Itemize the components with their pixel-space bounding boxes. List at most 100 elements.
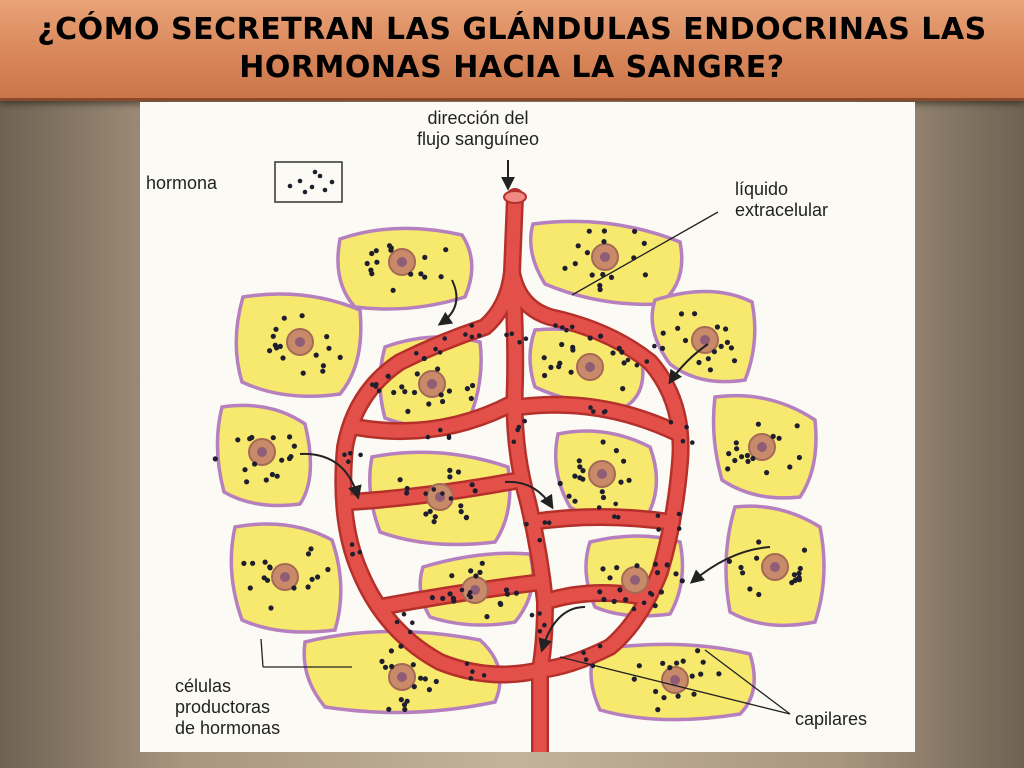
hormone-dot	[421, 355, 427, 362]
hormone-dot	[369, 271, 375, 277]
nucleolus	[585, 362, 595, 372]
hormone-dot	[468, 395, 474, 402]
hormone-dot	[414, 351, 419, 356]
hormone-dot	[437, 350, 443, 355]
hormone-dot	[557, 480, 563, 487]
hormone-dot	[655, 513, 661, 518]
hormone-dot	[426, 687, 432, 693]
hormone-dot	[404, 698, 410, 704]
hormone-dot	[652, 561, 659, 567]
hormone-dot	[513, 590, 519, 596]
hormone-dot	[597, 589, 603, 595]
hormone-dot	[613, 448, 619, 454]
hormone-dot	[611, 598, 617, 604]
hormone-dot	[447, 591, 453, 597]
hormone-dot	[386, 706, 392, 712]
hormone-dot	[411, 389, 418, 396]
hormone-dot	[402, 389, 408, 395]
hormone-dot	[559, 341, 565, 348]
hormone-dot	[755, 421, 762, 427]
hormone-dot	[623, 597, 629, 603]
hormone-dot	[566, 493, 572, 499]
hormone-dot	[468, 676, 474, 681]
hormone-dot	[347, 451, 353, 456]
hormone-dot	[411, 684, 417, 690]
hormone-dot	[523, 336, 529, 341]
hormone-dot	[469, 334, 475, 340]
hormone-dot	[414, 371, 420, 377]
hormone-dot	[577, 464, 583, 470]
hormone-dot	[410, 620, 415, 625]
hormone-dot	[542, 372, 548, 379]
hormone-dot	[263, 477, 269, 483]
hormone-dot	[787, 464, 793, 470]
hormone-dot	[556, 364, 562, 370]
hormone-dot	[537, 629, 543, 634]
hormone-dot	[503, 587, 510, 593]
hormone-dot	[517, 340, 522, 345]
nucleolus	[597, 469, 607, 479]
producing-cells-label: células productoras de hormonas	[175, 676, 280, 739]
hormone-dot	[382, 664, 389, 670]
hormone-dot	[654, 570, 661, 576]
hormone-dot	[756, 591, 762, 598]
hormone-dot	[427, 508, 433, 514]
nucleolus	[397, 672, 407, 682]
legend-hormone-dot	[322, 187, 328, 193]
hormone-dot	[614, 565, 620, 571]
hormone-dot	[660, 660, 666, 666]
hormone-dot	[326, 345, 332, 351]
hormone-dot	[433, 346, 438, 352]
flow-label-line1: dirección del	[427, 108, 529, 128]
title-banner: ¿CÓMO SECRETRAN LAS GLÁNDULAS ENDOCRINAS…	[0, 0, 1024, 101]
legend-hormone-dot	[297, 178, 303, 184]
hormone-dot	[446, 388, 452, 394]
hormone-dot	[599, 489, 605, 495]
hormone-dot	[401, 611, 407, 617]
label-pointers	[260, 211, 791, 715]
hormone-dot	[300, 370, 306, 376]
hormone-dot	[404, 485, 410, 492]
hormone-dot	[653, 688, 659, 695]
hormone-dot	[661, 695, 667, 701]
hormone-dot	[324, 334, 330, 340]
hormone-legend-label: hormona	[146, 173, 218, 193]
hormone-dot	[299, 313, 305, 319]
hormone-dot	[350, 552, 355, 557]
hormone-dot	[692, 311, 698, 317]
hormone-dot	[668, 420, 674, 425]
hormone-particles	[212, 228, 808, 713]
nucleolus	[280, 572, 290, 582]
hormone-dot	[680, 438, 686, 444]
hormone-dot	[242, 467, 248, 473]
hormone-dot	[408, 271, 414, 277]
hormone-dot	[680, 658, 686, 664]
hormone-dot	[515, 427, 520, 433]
legend-hormone-dot	[329, 179, 335, 185]
hormone-dot	[458, 503, 464, 509]
hormone-dot	[402, 706, 408, 713]
hormone-dot	[270, 435, 276, 441]
slide-title: ¿CÓMO SECRETRAN LAS GLÁNDULAS ENDOCRINAS…	[37, 12, 987, 85]
hormone-dot	[596, 505, 602, 510]
hormone-dot	[407, 629, 413, 635]
hormone-dot	[656, 527, 661, 532]
cell-nuclei	[248, 243, 789, 694]
hormone-dot	[440, 491, 445, 496]
hormone-dot	[464, 386, 470, 392]
hormone-dot	[477, 333, 482, 338]
hormone-dot	[600, 494, 607, 501]
hormone-dot	[357, 549, 363, 555]
hormone-dot	[796, 570, 802, 576]
hormone-dot	[249, 434, 255, 441]
hormone-dot	[673, 571, 679, 577]
legend-hormone-dot	[302, 189, 308, 195]
hormone-dot	[676, 526, 682, 531]
hormone-dot	[422, 274, 428, 280]
hormone-dot	[509, 331, 515, 336]
flow-direction-label: dirección del flujo sanguíneo	[393, 108, 563, 150]
hormone-dot	[664, 562, 670, 568]
hormone-dot	[700, 659, 706, 665]
hormone-dot	[398, 643, 404, 649]
hormone-dot	[616, 345, 622, 351]
